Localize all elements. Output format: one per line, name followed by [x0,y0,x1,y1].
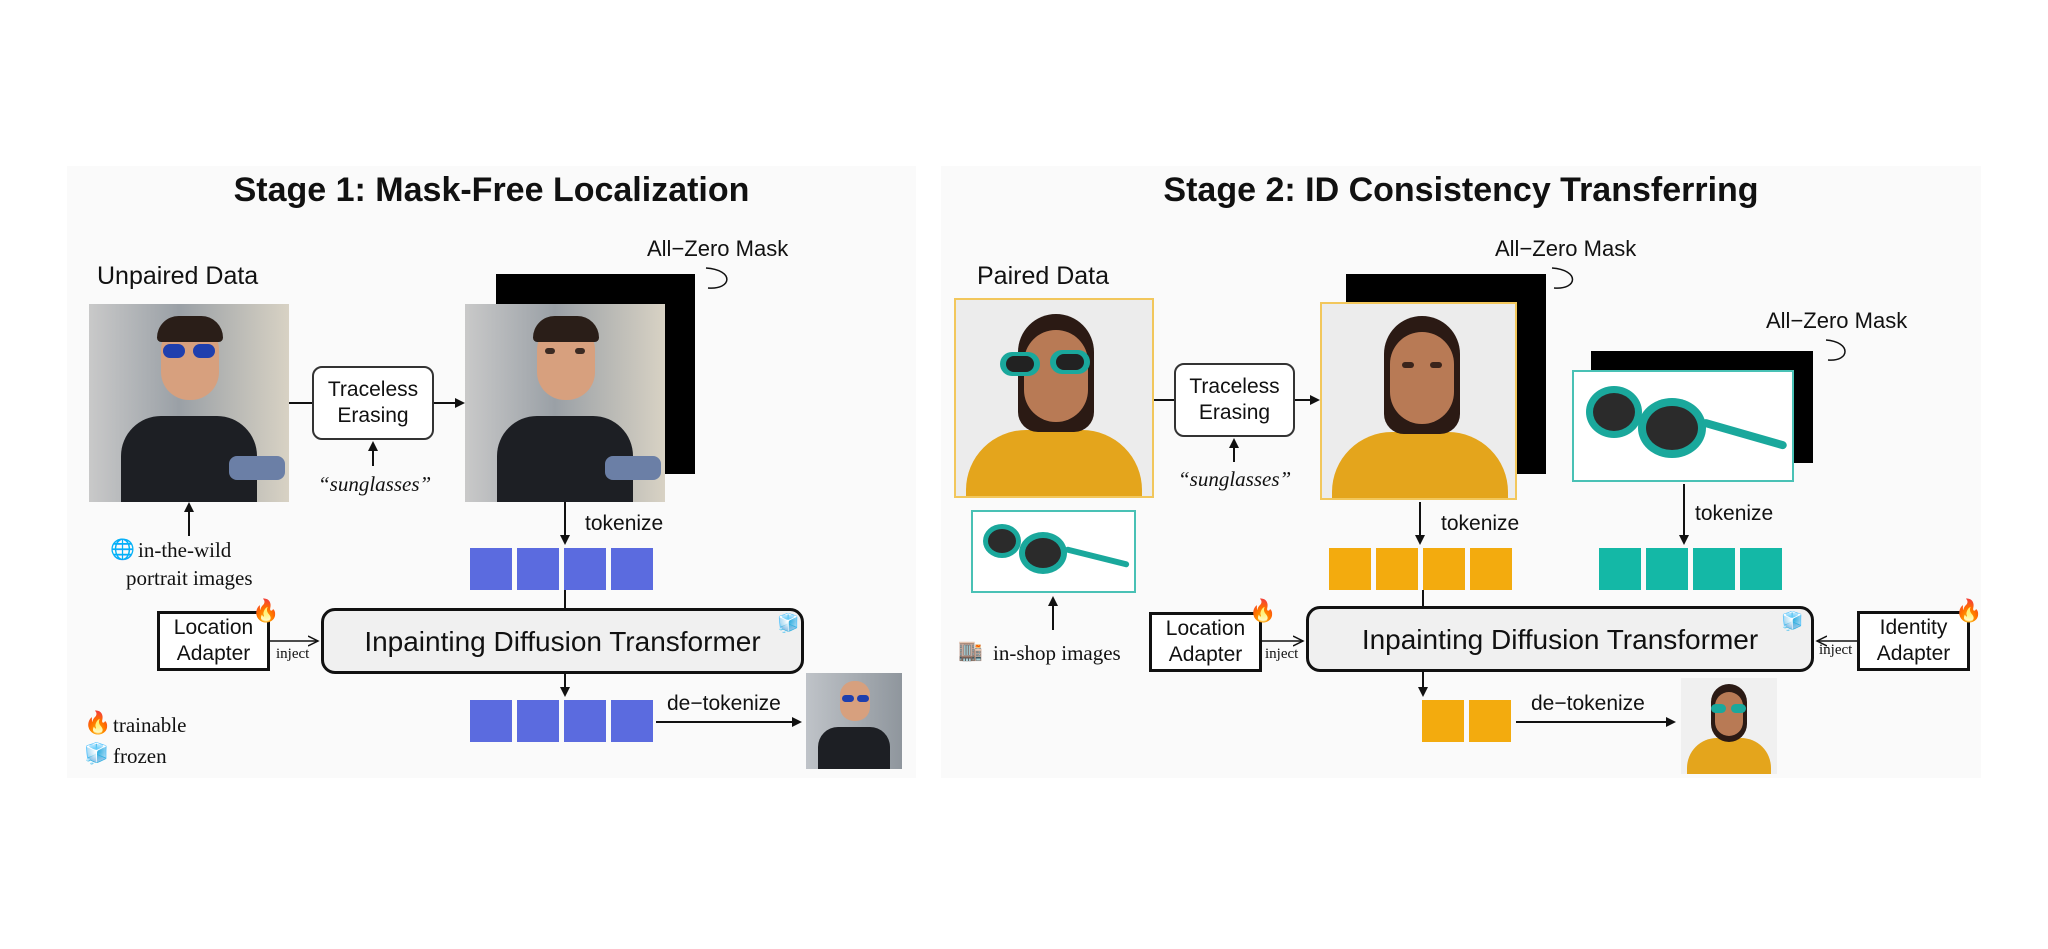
unpaired-data-label: Unpaired Data [97,262,259,290]
stage1-input-token [470,548,512,590]
source-line2: portrait images [126,566,253,590]
stage1-output-token [611,700,653,742]
erased-paired-portrait [1320,302,1517,500]
identity-line2: Adapter [1876,642,1951,665]
stage1-text-prompt: “sunglasses” [318,472,432,496]
in-shop-source-label: in-shop images [993,641,1121,665]
stage2-mask-label-1: All−Zero Mask [1495,236,1637,261]
identity-adapter: Identity Adapter [1857,611,1970,671]
stage1-output-token [564,700,606,742]
stage1-transformer-label: Inpainting Diffusion Transformer [364,625,761,657]
fire-icon: 🔥 [1249,598,1277,623]
s2-mask-callout-1 [1551,267,1574,289]
ice-cube-icon: 🧊 [777,613,800,633]
identity-line1: Identity [1879,615,1948,639]
legend-trainable: trainable [113,713,187,737]
stage2-erasing-line2: Erasing [1198,401,1271,424]
stage2-inject-left-label: inject [1265,646,1299,662]
stage2-tokenize-label-1: tokenize [1441,512,1520,535]
stage1-output-token [517,700,559,742]
fire-icon: 🔥 [252,598,280,623]
stage2-image-token [1329,548,1371,590]
stage2-mask-label-2: All−Zero Mask [1766,308,1908,333]
fire-icon: 🔥 [84,710,112,735]
stage2-identity-token [1599,548,1641,590]
stage2-location-adapter: Location Adapter [1149,612,1262,672]
stage2-traceless-erasing-box: Traceless Erasing [1174,363,1295,437]
stage1-input-token [611,548,653,590]
building-icon: 🏬 [958,640,983,662]
s2-mask-callout-2 [1825,339,1846,361]
stage2-text-prompt: “sunglasses” [1178,467,1292,491]
stage1-input-token [564,548,606,590]
in-shop-glasses-image [971,510,1136,593]
stage2-identity-token [1646,548,1688,590]
stage1-output-token [470,700,512,742]
stage1-mask-label: All−Zero Mask [647,236,789,261]
globe-icon: 🌐 [110,539,135,561]
stage2-tokenize-label-2: tokenize [1695,502,1774,525]
paired-portrait-with-sunglasses [954,298,1154,498]
stage2-image-token [1470,548,1512,590]
s1-mask-callout [705,267,728,289]
stage2-title: Stage 2: ID Consistency Transferring [1163,171,1759,209]
stage1-input-token [517,548,559,590]
stage2-transformer-label: Inpainting Diffusion Transformer [1361,623,1759,655]
stage1-detokenize-label: de−tokenize [667,692,781,715]
stage2-location-line2: Adapter [1168,643,1243,666]
stage2-image-token [1376,548,1418,590]
stage2-inject-right-label: inject [1819,642,1853,658]
stage1-location-line1: Location [173,615,254,639]
stage1-output-portrait [806,673,902,769]
stage2-output-portrait [1681,678,1777,774]
stage1-tokenize-label: tokenize [585,512,664,535]
fire-icon: 🔥 [1955,598,1983,623]
stage2-identity-token [1740,548,1782,590]
stage1-location-adapter: Location Adapter [157,611,270,671]
stage2-identity-token [1693,548,1735,590]
wild-portrait-with-sunglasses [89,304,289,502]
stage2-output-token [1469,700,1511,742]
paired-data-label: Paired Data [977,262,1110,290]
stage1-location-line2: Adapter [176,642,251,665]
stage1-inject-label: inject [276,646,310,662]
stage2-image-token [1423,548,1465,590]
stage2-erasing-line1: Traceless [1189,374,1280,398]
stage2-inpainting-diffusion-transformer: Inpainting Diffusion Transformer [1306,606,1814,672]
ice-cube-icon: 🧊 [1781,611,1804,631]
stage1-traceless-erasing-box: Traceless Erasing [312,366,434,440]
ice-cube-icon: 🧊 [84,743,109,765]
stage2-detokenize-label: de−tokenize [1531,692,1645,715]
stage2-location-line1: Location [1165,616,1246,640]
legend-frozen: frozen [113,744,167,768]
source-line1: in-the-wild [138,538,232,562]
erased-portrait [465,304,665,502]
stage1-erasing-line2: Erasing [337,404,409,427]
stage1-title: Stage 1: Mask-Free Localization [233,171,750,209]
stage2-output-token [1422,700,1464,742]
stage1-inpainting-diffusion-transformer: Inpainting Diffusion Transformer [321,608,804,674]
stage1-erasing-line1: Traceless [327,377,419,401]
glasses-reference-image [1572,370,1794,482]
